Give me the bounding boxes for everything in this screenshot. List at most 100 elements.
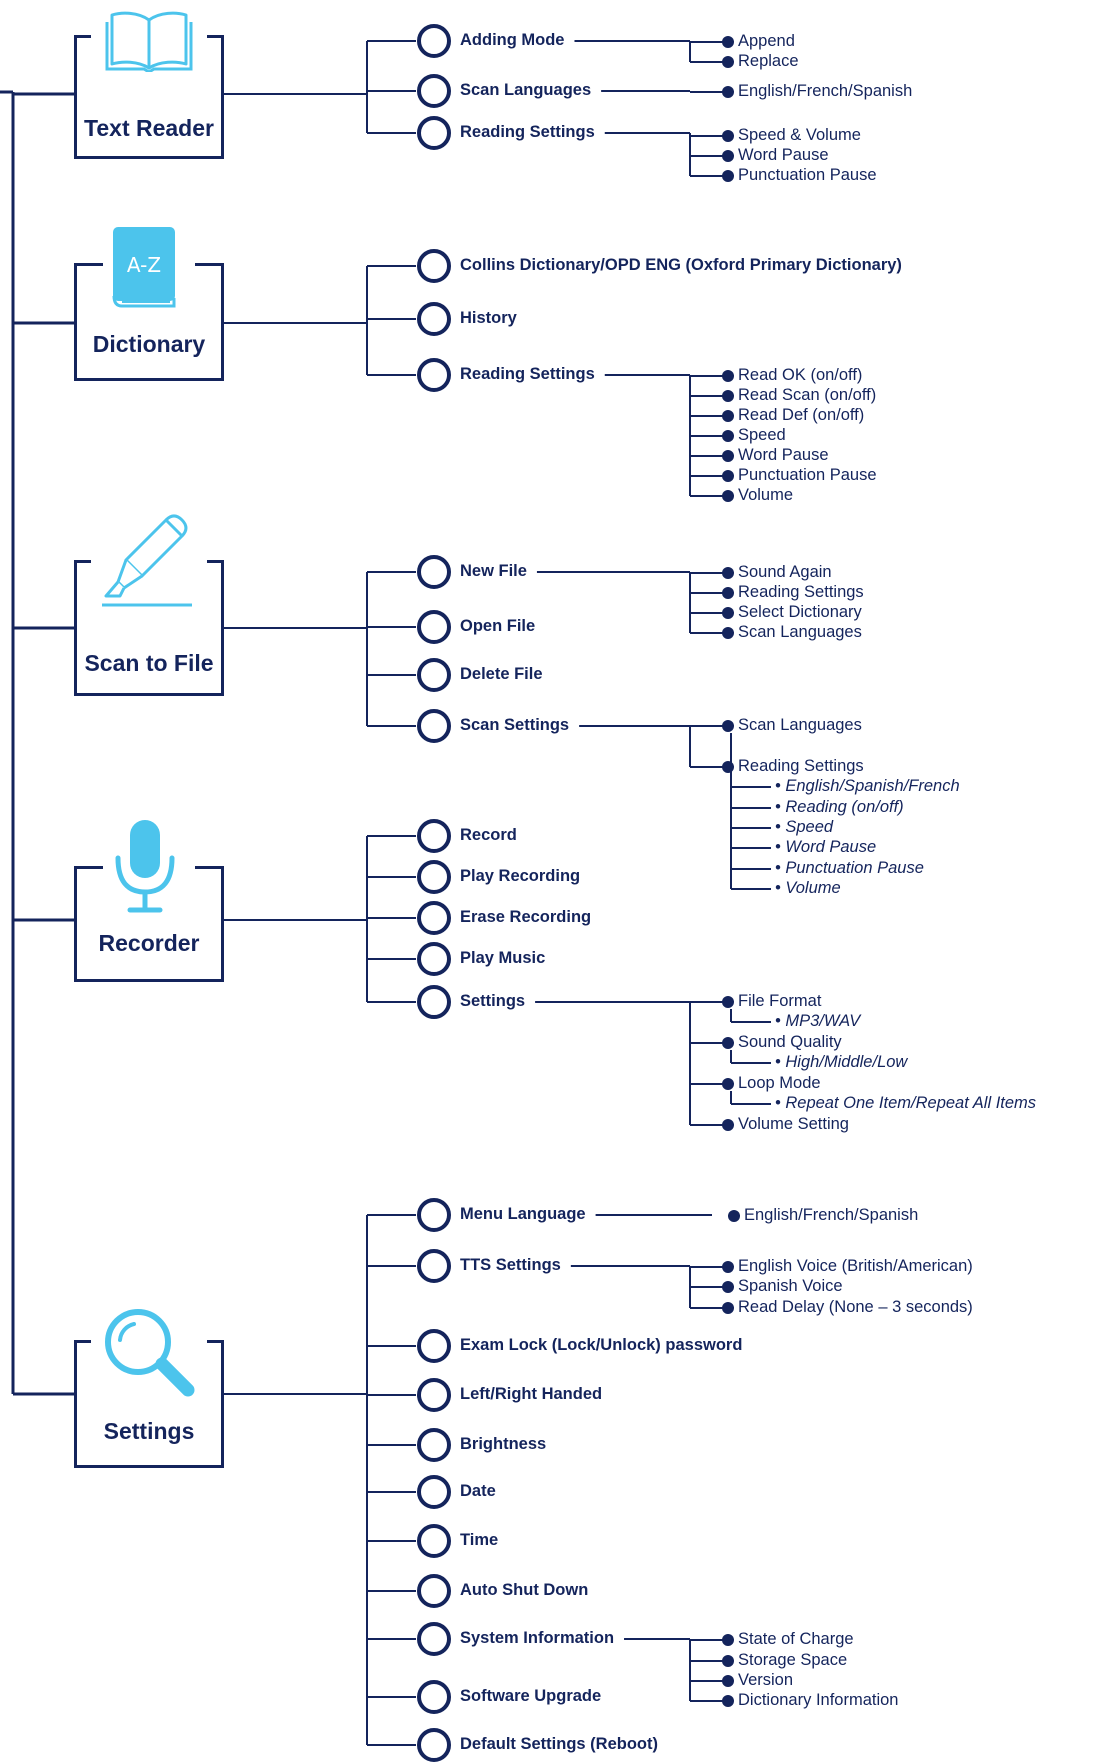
item-node-circle[interactable] bbox=[417, 249, 451, 283]
item-label-play-recording[interactable]: Play Recording bbox=[460, 866, 585, 886]
item-label-play-music[interactable]: Play Music bbox=[460, 948, 550, 968]
child-bullet-dot bbox=[722, 470, 734, 482]
child-label-reading-settings: Reading Settings bbox=[738, 757, 864, 775]
child-label-version: Version bbox=[738, 1671, 794, 1689]
item-node-circle[interactable] bbox=[417, 610, 451, 644]
item-label-scan-settings[interactable]: Scan Settings bbox=[460, 715, 574, 735]
item-label-settings[interactable]: Settings bbox=[460, 991, 530, 1011]
child-label-punctuation-pause: Punctuation Pause bbox=[738, 166, 877, 184]
child-label-read-def-on-off: Read Def (on/off) bbox=[738, 406, 865, 424]
item-node-circle[interactable] bbox=[417, 1475, 451, 1509]
item-node-circle[interactable] bbox=[417, 24, 451, 58]
item-node-circle[interactable] bbox=[417, 658, 451, 692]
item-label-date[interactable]: Date bbox=[460, 1481, 500, 1501]
item-label-time[interactable]: Time bbox=[460, 1530, 503, 1550]
child-label-english-french-spanish: English/French/Spanish bbox=[738, 82, 913, 100]
child-label-dictionary-information: Dictionary Information bbox=[738, 1691, 899, 1709]
item-label-open-file[interactable]: Open File bbox=[460, 616, 540, 636]
child-bullet-dot bbox=[722, 1261, 734, 1273]
child-label-sound-quality: Sound Quality bbox=[738, 1033, 842, 1051]
child-label-storage-space: Storage Space bbox=[738, 1651, 848, 1669]
module-title-dictionary: Dictionary bbox=[92, 331, 206, 357]
item-label-brightness[interactable]: Brightness bbox=[460, 1434, 551, 1454]
item-node-circle[interactable] bbox=[417, 901, 451, 935]
child-bullet-dot bbox=[722, 370, 734, 382]
child-bullet-dot bbox=[722, 587, 734, 599]
item-node-circle[interactable] bbox=[417, 1378, 451, 1412]
child-label-punctuation-pause: Punctuation Pause bbox=[738, 466, 877, 484]
item-node-circle[interactable] bbox=[417, 1680, 451, 1714]
child-bullet-dot bbox=[722, 1675, 734, 1687]
sub-option-punctuation-pause: • Punctuation Pause bbox=[775, 859, 924, 877]
item-node-circle[interactable] bbox=[417, 819, 451, 853]
item-node-circle[interactable] bbox=[417, 1329, 451, 1363]
item-node-circle[interactable] bbox=[417, 1198, 451, 1232]
item-label-tts-settings[interactable]: TTS Settings bbox=[460, 1255, 565, 1275]
microphone-icon bbox=[112, 820, 178, 916]
child-bullet-dot bbox=[722, 410, 734, 422]
child-bullet-dot bbox=[722, 1078, 734, 1090]
item-node-circle[interactable] bbox=[417, 942, 451, 976]
child-label-speed-volume: Speed & Volume bbox=[738, 126, 861, 144]
item-label-reading-settings[interactable]: Reading Settings bbox=[460, 364, 599, 384]
child-bullet-dot bbox=[722, 996, 734, 1008]
module-box-dictionary[interactable]: Dictionary bbox=[74, 260, 224, 381]
child-label-volume-setting: Volume Setting bbox=[738, 1115, 849, 1133]
child-label-speed: Speed bbox=[738, 426, 786, 444]
child-label-file-format: File Format bbox=[738, 992, 822, 1010]
child-label-sound-again: Sound Again bbox=[738, 563, 832, 581]
child-bullet-dot bbox=[722, 150, 734, 162]
module-title-settings: Settings bbox=[103, 1418, 195, 1444]
item-label-history[interactable]: History bbox=[460, 308, 521, 328]
child-bullet-dot bbox=[722, 390, 734, 402]
sub-option-reading-on-off: • Reading (on/off) bbox=[775, 798, 904, 816]
item-node-circle[interactable] bbox=[417, 302, 451, 336]
item-label-system-information[interactable]: System Information bbox=[460, 1628, 619, 1648]
item-label-adding-mode[interactable]: Adding Mode bbox=[460, 30, 569, 50]
item-label-collins-dictionary-opd-eng-oxford-primary-dictionary[interactable]: Collins Dictionary/OPD ENG (Oxford Prima… bbox=[460, 255, 906, 275]
module-box-recorder[interactable]: Recorder bbox=[74, 863, 224, 982]
highlighter-pen-icon bbox=[96, 514, 206, 610]
item-node-circle[interactable] bbox=[417, 74, 451, 108]
item-node-circle[interactable] bbox=[417, 709, 451, 743]
child-label-volume: Volume bbox=[738, 486, 794, 504]
child-bullet-dot bbox=[722, 761, 734, 773]
item-label-software-upgrade[interactable]: Software Upgrade bbox=[460, 1686, 606, 1706]
item-label-delete-file[interactable]: Delete File bbox=[460, 664, 547, 684]
item-label-record[interactable]: Record bbox=[460, 825, 521, 845]
child-label-append: Append bbox=[738, 32, 795, 50]
child-bullet-dot bbox=[722, 1695, 734, 1707]
item-node-circle[interactable] bbox=[417, 358, 451, 392]
item-node-circle[interactable] bbox=[417, 1249, 451, 1283]
item-label-new-file[interactable]: New File bbox=[460, 561, 531, 581]
child-label-word-pause: Word Pause bbox=[738, 146, 829, 164]
item-label-default-settings-reboot[interactable]: Default Settings (Reboot) bbox=[460, 1734, 662, 1754]
sub-option-high-middle-low: • High/Middle/Low bbox=[775, 1053, 908, 1071]
child-bullet-dot bbox=[722, 56, 734, 68]
child-label-read-delay-none-3-seconds: Read Delay (None – 3 seconds) bbox=[738, 1298, 973, 1316]
child-label-state-of-charge: State of Charge bbox=[738, 1630, 854, 1648]
dictionary-book-icon: A-Z bbox=[108, 222, 182, 312]
magnifier-icon bbox=[100, 1309, 196, 1398]
item-label-erase-recording[interactable]: Erase Recording bbox=[460, 907, 596, 927]
item-label-auto-shut-down[interactable]: Auto Shut Down bbox=[460, 1580, 593, 1600]
item-node-circle[interactable] bbox=[417, 985, 451, 1019]
item-label-left-right-handed[interactable]: Left/Right Handed bbox=[460, 1384, 607, 1404]
item-node-circle[interactable] bbox=[417, 116, 451, 150]
item-label-reading-settings[interactable]: Reading Settings bbox=[460, 122, 599, 142]
item-node-circle[interactable] bbox=[417, 1524, 451, 1558]
item-label-exam-lock-lock-unlock-password[interactable]: Exam Lock (Lock/Unlock) password bbox=[460, 1335, 747, 1355]
child-label-replace: Replace bbox=[738, 52, 799, 70]
child-label-spanish-voice: Spanish Voice bbox=[738, 1277, 843, 1295]
item-label-scan-languages[interactable]: Scan Languages bbox=[460, 80, 596, 100]
item-node-circle[interactable] bbox=[417, 555, 451, 589]
item-node-circle[interactable] bbox=[417, 1622, 451, 1656]
item-node-circle[interactable] bbox=[417, 860, 451, 894]
child-bullet-dot bbox=[722, 607, 734, 619]
child-bullet-dot bbox=[722, 450, 734, 462]
item-node-circle[interactable] bbox=[417, 1728, 451, 1762]
item-node-circle[interactable] bbox=[417, 1574, 451, 1608]
sub-option-speed: • Speed bbox=[775, 818, 834, 836]
item-label-menu-language[interactable]: Menu Language bbox=[460, 1204, 590, 1224]
item-node-circle[interactable] bbox=[417, 1428, 451, 1462]
